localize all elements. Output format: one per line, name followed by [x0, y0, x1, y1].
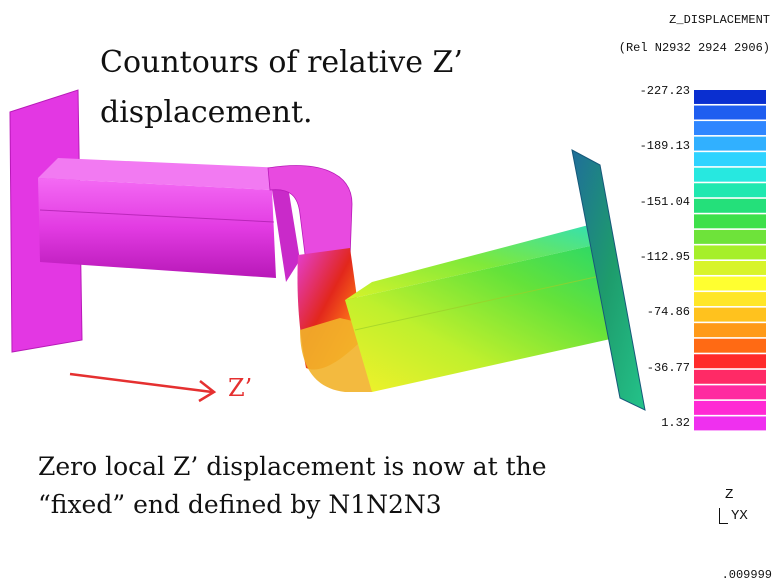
- diagram-title: Countours of relative Z’ displacement.: [100, 45, 463, 130]
- caption: Zero local Z’ displacement is now at the…: [38, 448, 638, 524]
- legend-tick-label: -36.77: [646, 360, 690, 375]
- left-beam: [38, 158, 300, 282]
- legend-swatch: [694, 338, 766, 353]
- footer-value: .009999: [721, 568, 772, 582]
- legend-subtitle: (Rel N2932 2924 2906): [618, 41, 770, 55]
- legend-swatch: [694, 292, 766, 307]
- legend-swatch: [694, 152, 766, 167]
- legend-swatch: [694, 90, 766, 104]
- legend-tick-label: -112.95: [639, 250, 690, 264]
- legend-swatch: [694, 136, 766, 151]
- z-prime-arrow: [69, 372, 217, 403]
- legend-swatch: [694, 261, 766, 275]
- legend-color-bar: [694, 90, 766, 431]
- legend-swatch: [694, 385, 766, 400]
- legend-swatch: [694, 214, 766, 229]
- legend-tick-label: -151.04: [639, 194, 690, 209]
- legend-swatch: [694, 369, 766, 384]
- right-support-plate: [571, 149, 646, 411]
- legend-swatch: [694, 323, 766, 338]
- legend-swatch: [694, 276, 766, 291]
- legend-swatch: [694, 229, 766, 244]
- legend-swatch: [694, 354, 766, 369]
- legend-swatch: [694, 198, 766, 213]
- right-beam: [345, 222, 622, 392]
- legend-swatch: [694, 400, 766, 415]
- legend-swatch: [694, 245, 766, 260]
- legend-swatch: [694, 121, 766, 136]
- legend-swatch: [694, 307, 766, 322]
- caption-line-2: “fixed” end defined by N1N2N3: [38, 490, 442, 519]
- legend-tick-label: -74.86: [646, 305, 690, 320]
- legend-swatch: [694, 183, 766, 198]
- legend-swatch: [694, 416, 766, 431]
- legend-tick-label: -227.23: [639, 84, 690, 98]
- legend-tick-label: 1.32: [661, 416, 690, 430]
- legend-swatch: [694, 105, 766, 120]
- z-prime-label: Z’: [228, 374, 253, 402]
- legend-tick-label: -189.13: [639, 139, 690, 154]
- triad-axis-icon: [719, 508, 728, 524]
- caption-line-1: Zero local Z’ displacement is now at the: [38, 452, 547, 481]
- legend-swatch: [694, 167, 766, 182]
- legend-title: Z_DISPLACEMENT: [669, 13, 770, 27]
- triad-z-label: Z: [725, 487, 734, 503]
- triad-yx-label: YX: [731, 508, 748, 524]
